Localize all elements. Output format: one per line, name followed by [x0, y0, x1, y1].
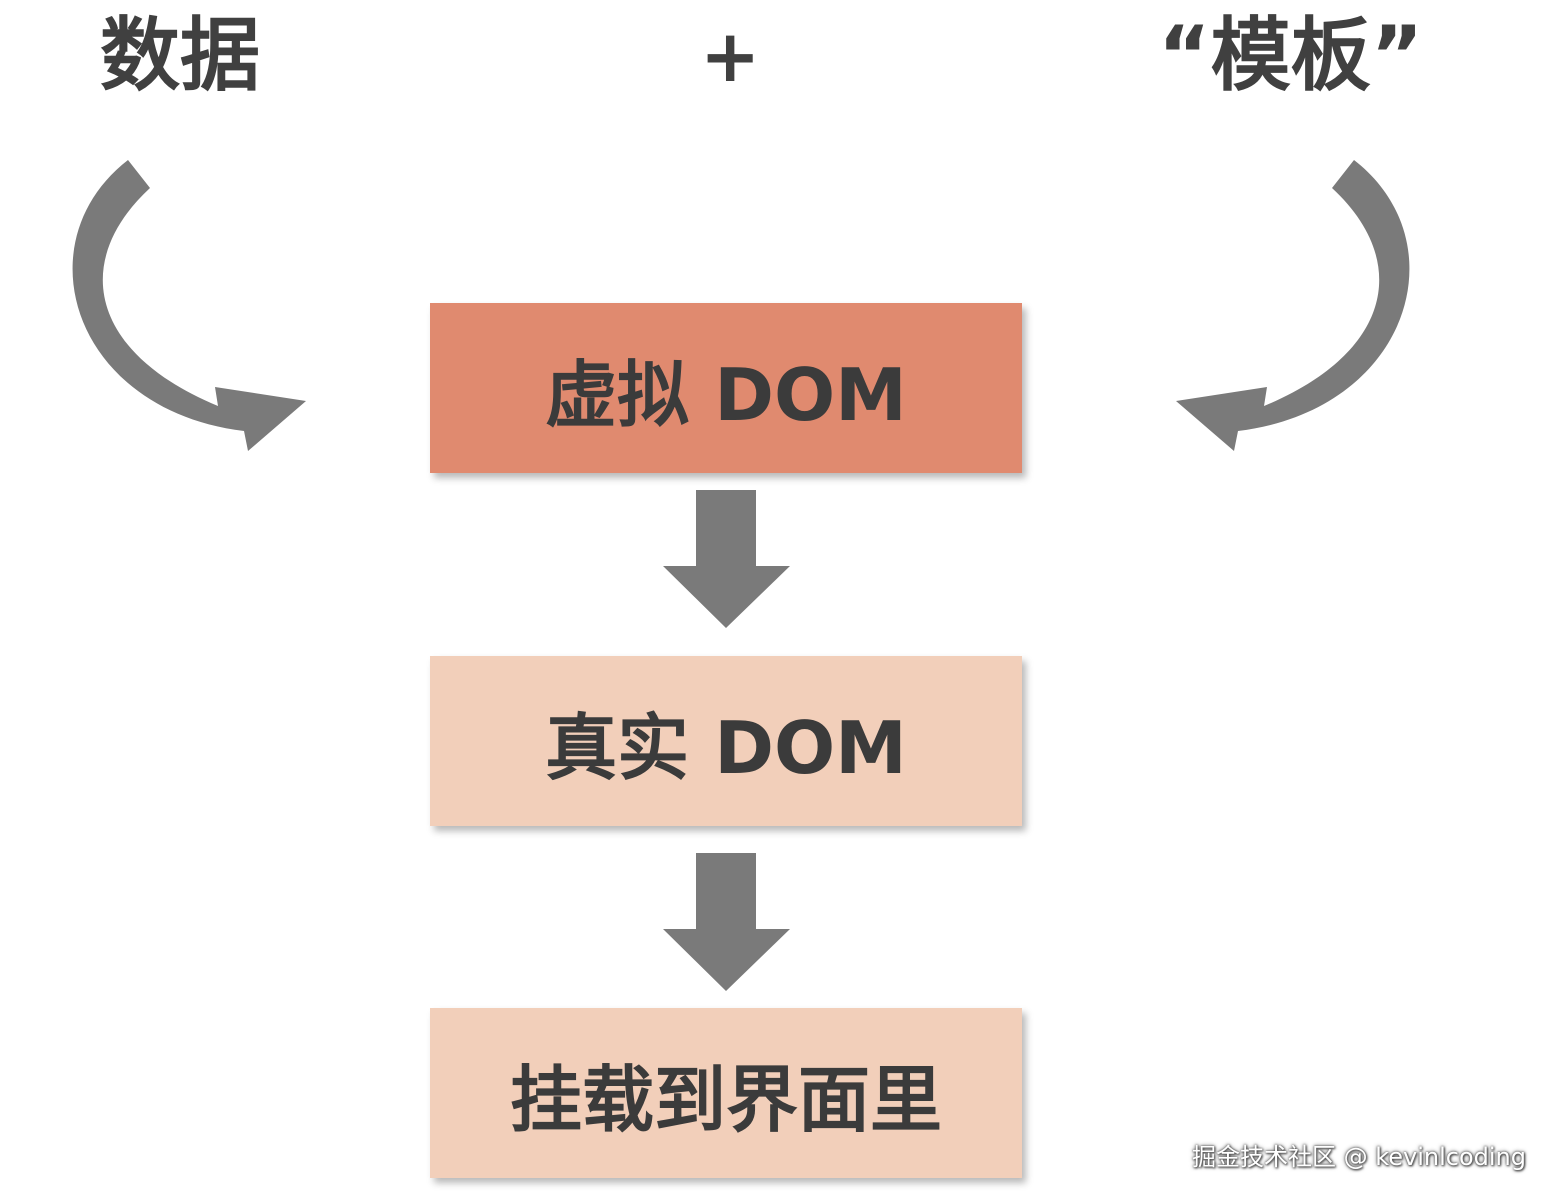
mount-box: 挂载到界面里: [430, 1008, 1022, 1178]
real-dom-box: 真实 DOM: [430, 656, 1022, 826]
plus-sign: +: [700, 14, 761, 98]
curved-arrow-left-icon: [72, 160, 306, 451]
mount-label: 挂载到界面里: [509, 1057, 942, 1142]
data-label: 数据: [100, 9, 260, 102]
virtual-dom-box: 虚拟 DOM: [430, 303, 1022, 473]
down-arrow-icon: [663, 490, 790, 628]
curved-arrow-right-icon: [1176, 160, 1410, 451]
virtual-dom-label: 虚拟 DOM: [545, 352, 907, 437]
down-arrow-icon: [663, 853, 790, 991]
template-label: “模板”: [1158, 9, 1424, 102]
real-dom-label: 真实 DOM: [545, 705, 907, 790]
watermark: 掘金技术社区 @ kevinlcoding: [1191, 1143, 1526, 1171]
